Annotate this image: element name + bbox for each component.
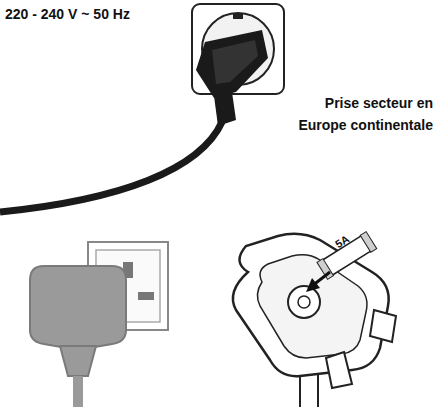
- socket-caption: Prise secteur en Europe continentale: [278, 92, 433, 137]
- uk-plug: [30, 266, 126, 407]
- uk-plug-fuse: [233, 232, 396, 407]
- euro-plug: [0, 30, 268, 212]
- voltage-label: 220 - 240 V ~ 50 Hz: [5, 6, 130, 22]
